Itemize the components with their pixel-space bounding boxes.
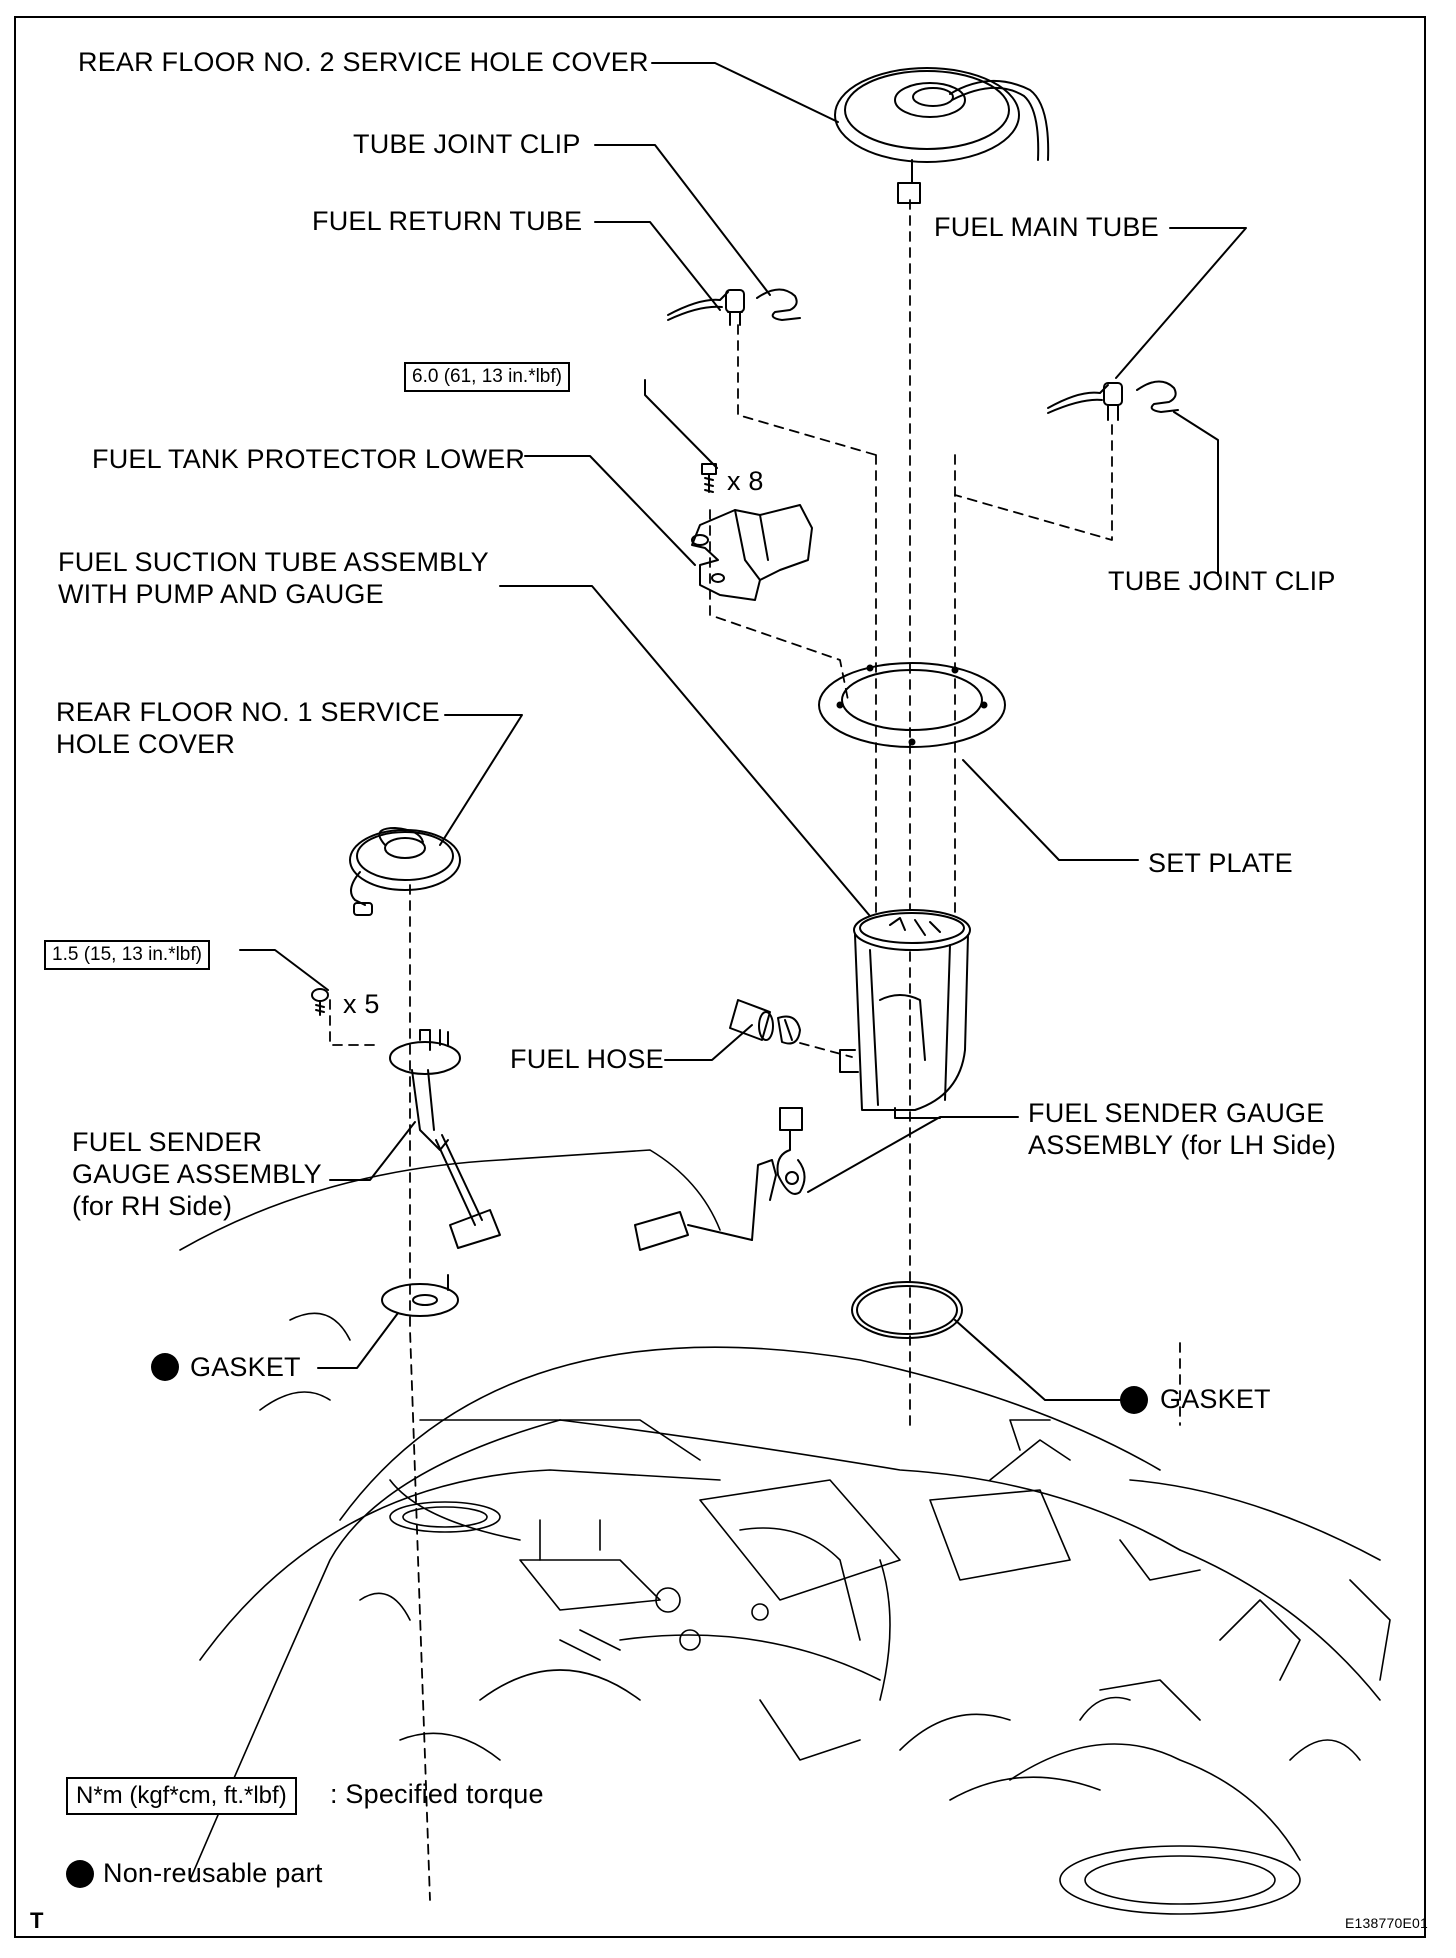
label-fuel-return-tube: FUEL RETURN TUBE (312, 206, 583, 236)
label-gasket-right: GASKET (1160, 1384, 1271, 1414)
label-suction-tube-line1: FUEL SUCTION TUBE ASSEMBLY (58, 547, 489, 577)
gasket-left-shape (381, 1274, 459, 1317)
label-suction-tube-line2: WITH PUMP AND GAUGE (58, 579, 384, 609)
screw-x5-shape (311, 988, 329, 1016)
label-fuel-hose: FUEL HOSE (510, 1044, 664, 1074)
legend-nonreusable-dot (66, 1860, 94, 1888)
protector-lower-shape (691, 504, 813, 601)
legend-torque-text: : Specified torque (330, 1779, 544, 1809)
label-sender-rh-line1: FUEL SENDER (72, 1127, 263, 1157)
rear-floor-no2-cover-shape (834, 67, 1050, 204)
qty-sender-screws: x 5 (343, 989, 380, 1019)
label-sender-rh-line3: (for RH Side) (72, 1191, 233, 1221)
label-sender-lh-line1: FUEL SENDER GAUGE (1028, 1098, 1325, 1128)
nonreusable-dot-gasket-left (151, 1353, 179, 1381)
legend-nonreusable-text: Non-reusable part (103, 1858, 323, 1888)
torque-box-protector-bolts: 6.0 (61, 13 in.*lbf) (404, 362, 570, 392)
label-tube-joint-clip-right: TUBE JOINT CLIP (1108, 566, 1336, 596)
gasket-right-shape (851, 1281, 963, 1339)
bolt-x8-shape (701, 463, 717, 493)
label-rear-floor-no2-cover: REAR FLOOR NO. 2 SERVICE HOLE COVER (78, 47, 649, 77)
figure-code: E138770E01 (1345, 1915, 1428, 1931)
diagram-frame (14, 16, 1426, 1938)
vehicle-floor-body (179, 1149, 1391, 1915)
label-sender-lh-line2: ASSEMBLY (for LH Side) (1028, 1130, 1337, 1160)
legend-torque-units-box: N*m (kgf*cm, ft.*lbf) (66, 1777, 297, 1815)
label-gasket-left: GASKET (190, 1352, 301, 1382)
torque-box-sender-screws: 1.5 (15, 13 in.*lbf) (44, 940, 210, 970)
label-set-plate: SET PLATE (1148, 848, 1293, 878)
label-tube-joint-clip-top: TUBE JOINT CLIP (353, 129, 581, 159)
sender-rh-shape (389, 1029, 501, 1249)
leader-lines (239, 62, 1247, 1401)
corner-mark: T (30, 1908, 44, 1933)
fuel-return-tube-shape (667, 288, 801, 326)
fuel-main-tube-shape (1047, 380, 1179, 421)
assembly-dashed-lines (329, 199, 1181, 1901)
pump-assembly-shape (839, 909, 971, 1119)
label-fuel-tank-protector-lower: FUEL TANK PROTECTOR LOWER (92, 444, 526, 474)
label-rear-floor-no1-line1: REAR FLOOR NO. 1 SERVICE (56, 697, 440, 727)
set-plate-shape (818, 662, 1006, 748)
rear-floor-no1-cover-shape (349, 827, 461, 916)
label-fuel-main-tube: FUEL MAIN TUBE (934, 212, 1159, 242)
sender-lh-shape (634, 1107, 806, 1251)
fuel-hose-shape (729, 999, 801, 1045)
label-sender-rh-line2: GAUGE ASSEMBLY (72, 1159, 322, 1189)
nonreusable-dot-gasket-right (1120, 1386, 1148, 1414)
qty-protector-bolts: x 8 (727, 466, 764, 496)
label-rear-floor-no1-line2: HOLE COVER (56, 729, 236, 759)
